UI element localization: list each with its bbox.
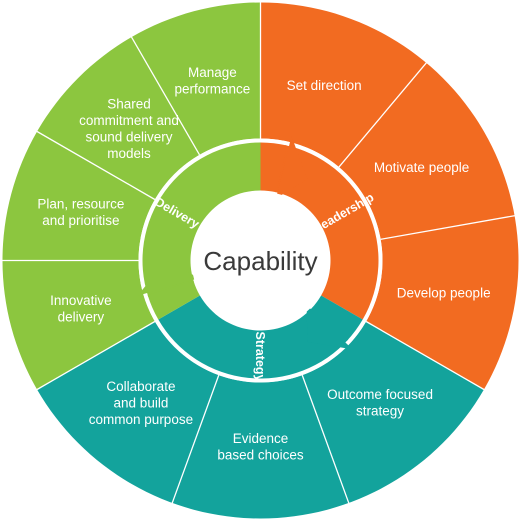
segment-label-line: based choices [217, 447, 304, 462]
segment-divider [129, 35, 201, 156]
segment-divider [35, 320, 156, 392]
segment-label-line: and build [114, 395, 169, 410]
segment-divider [365, 320, 486, 392]
segment-label-line: delivery [58, 309, 105, 324]
segment-label-line: Develop people [397, 285, 491, 300]
segment-divider [301, 374, 351, 506]
segment-divider [170, 374, 220, 506]
segment-label-line: Plan, resource [37, 197, 124, 212]
center-circle [191, 191, 330, 330]
segment-divider [338, 60, 429, 168]
ring-arrow-leadership [275, 136, 308, 199]
segment-label-line: strategy [356, 404, 404, 419]
ring-arrow-base-strategy [311, 295, 363, 341]
segment-label-line: Manage [188, 65, 237, 80]
segment-label-line: Outcome focused [327, 387, 433, 402]
segment-label-line: sound delivery [85, 130, 172, 145]
segment-area-delivery [2, 2, 261, 390]
segment-label-line: Set direction [287, 78, 362, 93]
segment-label-line: commitment and [79, 113, 179, 128]
ring-arrow-delivery [137, 260, 199, 296]
ring-band-strategy [158, 295, 349, 379]
ring-arrow-base-delivery [147, 280, 200, 320]
segment-divider [35, 129, 156, 201]
segment-label-line: performance [174, 82, 250, 97]
ring-arrow-strategy [306, 304, 353, 350]
segment-label-line: common purpose [89, 412, 193, 427]
center-label: Capability [203, 246, 317, 276]
segment-label: Outcome focused strategy [327, 387, 433, 419]
segment-area-leadership [260, 2, 519, 390]
segment-label: Develop people [397, 285, 491, 300]
segment-label: Set direction [287, 78, 362, 93]
segment-label-line: and prioritise [42, 213, 119, 228]
segment-dividers [0, 0, 517, 506]
segment-label-line: Shared [107, 97, 151, 112]
segment-label-line: Evidence [233, 431, 289, 446]
segment-label-line: Collaborate [106, 379, 175, 394]
ring-band-leadership [275, 145, 379, 320]
segment-label-line: models [107, 146, 151, 161]
segment-label: Manage performance [174, 65, 250, 97]
ring-band-delivery [142, 142, 261, 297]
inner-ring [137, 136, 379, 379]
segment-label-line: Innovative [50, 293, 112, 308]
segment-divider [380, 214, 517, 240]
ring-arrow-base-leadership [260, 142, 288, 193]
segment-label-line: Motivate people [374, 160, 469, 175]
ring-label-strategy: Strategy [253, 331, 267, 381]
segment-label: Motivate people [374, 160, 469, 175]
segment-area-strategy [37, 321, 484, 519]
